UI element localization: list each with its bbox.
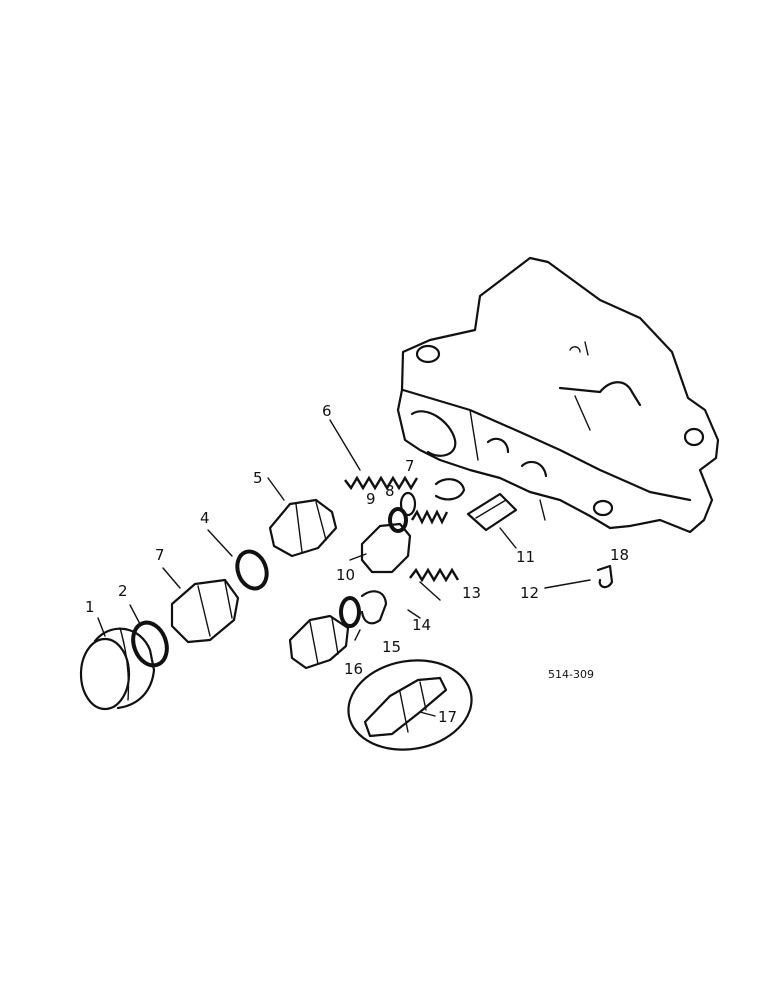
sleeve-part-11 bbox=[466, 492, 518, 532]
callout-9: 9 bbox=[366, 490, 376, 508]
cap-part-1 bbox=[79, 627, 156, 711]
pin-part-12 bbox=[596, 564, 614, 589]
callout-7: 7 bbox=[405, 457, 415, 475]
fitting-part-5 bbox=[268, 498, 338, 558]
washer-part-8 bbox=[399, 491, 417, 517]
callout-16: 16 bbox=[344, 660, 363, 678]
callout-13: 13 bbox=[462, 584, 481, 602]
plug-part-3 bbox=[170, 578, 240, 644]
callout-11: 11 bbox=[516, 548, 535, 566]
fitting-part-16 bbox=[288, 614, 350, 670]
callout-6: 6 bbox=[322, 402, 332, 420]
callout-8: 8 bbox=[385, 482, 395, 500]
callout-2: 2 bbox=[118, 582, 128, 600]
callout-12: 12 bbox=[520, 584, 539, 602]
callout-15: 15 bbox=[382, 638, 401, 656]
figure-reference-number: 514-309 bbox=[548, 668, 594, 681]
callout-18: 18 bbox=[610, 546, 629, 564]
inset-detail-part-17 bbox=[347, 659, 473, 751]
callout-3: 7 bbox=[155, 546, 165, 564]
o-ring-part-4 bbox=[235, 549, 269, 591]
callout-1: 1 bbox=[85, 598, 95, 616]
spring-part-6 bbox=[344, 475, 419, 491]
poppet-part-10 bbox=[360, 507, 412, 574]
callout-10: 10 bbox=[336, 566, 355, 584]
spring-part-9 bbox=[410, 509, 449, 525]
o-ring-part-2 bbox=[131, 620, 169, 668]
callout-14: 14 bbox=[412, 616, 431, 634]
cage-part-14 bbox=[360, 590, 388, 625]
callout-17: 17 bbox=[438, 708, 457, 726]
callout-5: 5 bbox=[253, 469, 263, 487]
valve-housing bbox=[396, 256, 720, 534]
retainer-part-7 bbox=[434, 478, 466, 501]
callout-4: 4 bbox=[200, 509, 210, 527]
spring-part-13 bbox=[409, 567, 460, 583]
o-ring-part-15 bbox=[339, 596, 361, 628]
leader-lines bbox=[97, 419, 591, 717]
